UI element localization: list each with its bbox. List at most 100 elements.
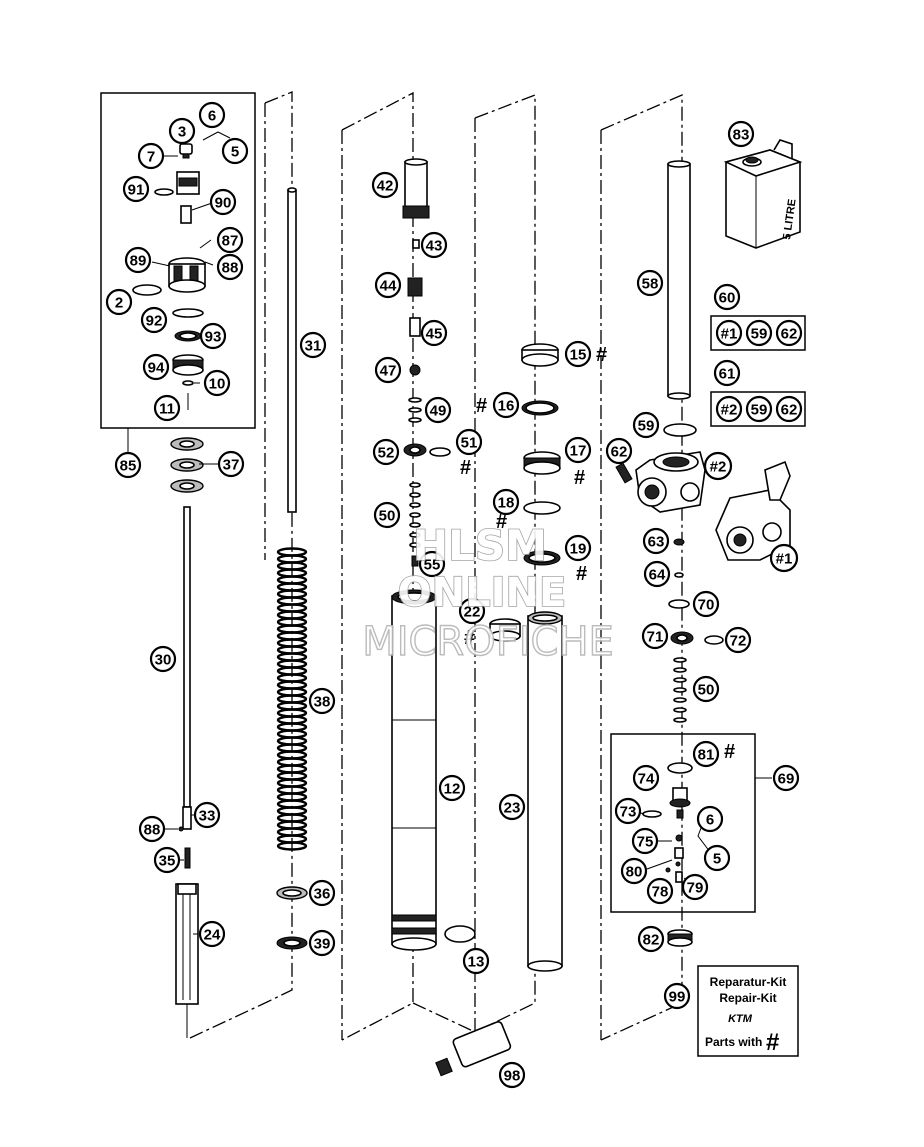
hash-mark: # xyxy=(460,457,471,479)
callout-88: 88 xyxy=(216,253,244,281)
callout-label: 73 xyxy=(620,804,637,821)
callout-label: 5 xyxy=(231,144,239,161)
callout-label: 83 xyxy=(733,127,750,144)
callout-50: 50 xyxy=(692,675,720,703)
callout-label: 74 xyxy=(638,771,655,788)
callout-75: 75 xyxy=(631,827,659,855)
callout-label: 91 xyxy=(128,182,145,199)
callout-43: 43 xyxy=(420,231,448,259)
callout-label: 2 xyxy=(115,295,123,312)
callout-label: 59 xyxy=(751,326,768,343)
callout-59: 59 xyxy=(745,395,773,423)
callout-label: 92 xyxy=(146,313,163,330)
callout-label: 42 xyxy=(377,178,394,195)
callout-label: 50 xyxy=(698,682,715,699)
callout-31: 31 xyxy=(299,331,327,359)
callout-98: 98 xyxy=(498,1061,526,1089)
callout-label: 52 xyxy=(378,445,395,462)
callout-73: 73 xyxy=(614,797,642,825)
callout-61: 61 xyxy=(713,359,741,387)
callout-19: 19 xyxy=(564,534,592,562)
callout-label: 31 xyxy=(305,338,322,355)
callout-55: 55 xyxy=(418,550,446,578)
callout-label: 13 xyxy=(468,954,485,971)
kit-frame-85 xyxy=(100,92,256,429)
callout-44: 44 xyxy=(374,271,402,299)
callout-label: 55 xyxy=(424,557,441,574)
repair-kit-card: Reparatur-Kit Repair-Kit KTM Parts with … xyxy=(697,965,799,1057)
callout-label: 49 xyxy=(430,403,447,420)
callout-label: 75 xyxy=(637,834,654,851)
hash-mark: # xyxy=(574,467,585,489)
callout-7: 7 xyxy=(137,142,165,170)
callout-71: 71 xyxy=(641,622,669,650)
callout-60: 60 xyxy=(713,283,741,311)
leader-lines xyxy=(151,130,711,935)
callout-label: 87 xyxy=(222,233,239,250)
callout-label: 16 xyxy=(498,398,515,415)
callout-72: 72 xyxy=(724,626,752,654)
callout-63: 63 xyxy=(642,527,670,555)
callout-87: 87 xyxy=(216,226,244,254)
callout-51: 51 xyxy=(455,428,483,456)
callout-hash2: #2 xyxy=(703,451,733,481)
oil-can: 5 LITRE xyxy=(723,139,803,249)
callout-label: #1 xyxy=(776,551,793,568)
callout-69: 69 xyxy=(772,764,800,792)
callout-16: 16 xyxy=(492,391,520,419)
callout-94: 94 xyxy=(142,353,170,381)
callout-label: 51 xyxy=(461,435,478,452)
callout-label: 23 xyxy=(504,800,521,817)
callout-label: 98 xyxy=(504,1068,521,1085)
repair-kit-symbol: # xyxy=(766,1029,779,1056)
callout-93: 93 xyxy=(199,322,227,350)
callout-label: 69 xyxy=(778,771,795,788)
callout-78: 78 xyxy=(646,877,674,905)
callout-39: 39 xyxy=(308,929,336,957)
callout-label: 80 xyxy=(626,864,643,881)
callout-label: 90 xyxy=(215,195,232,212)
callout-24: 24 xyxy=(198,920,226,948)
callout-label: 6 xyxy=(208,108,216,125)
callout-label: 39 xyxy=(314,936,331,953)
callout-22: 22 xyxy=(458,597,486,625)
callout-81: 81 xyxy=(692,740,720,768)
repair-kit-line1: Reparatur-Kit xyxy=(710,975,787,989)
callout-91: 91 xyxy=(122,175,150,203)
hash-mark: # xyxy=(576,563,587,585)
hash-mark: # xyxy=(464,627,475,649)
callout-45: 45 xyxy=(420,319,448,347)
callout-label: 15 xyxy=(570,347,587,364)
callout-11: 11 xyxy=(153,394,181,422)
callout-5: 5 xyxy=(221,137,249,165)
callout-label: 19 xyxy=(570,541,587,558)
callout-label: 82 xyxy=(643,932,660,949)
outer-tube-column-parts xyxy=(391,158,512,1077)
callout-label: 17 xyxy=(570,443,587,460)
callout-label: 89 xyxy=(130,253,147,270)
callout-5: 5 xyxy=(703,844,731,872)
callout-label: 88 xyxy=(222,260,239,277)
callout-label: 94 xyxy=(148,360,165,377)
hash-mark: # xyxy=(476,395,487,417)
hash-mark: # xyxy=(596,344,607,366)
callout-15: 15 xyxy=(564,340,592,368)
callout-hash2: #2 xyxy=(715,395,743,423)
callout-17: 17 xyxy=(564,436,592,464)
watermark: HLSM ONLINE MICROFICHE xyxy=(361,520,614,666)
inner-tube-column-parts xyxy=(489,343,563,972)
callout-6: 6 xyxy=(696,805,724,833)
callout-52: 52 xyxy=(372,438,400,466)
callout-hash1: #1 xyxy=(769,543,799,573)
callout-label: 72 xyxy=(730,633,747,650)
callout-label: 78 xyxy=(652,884,669,901)
callout-label: 44 xyxy=(380,278,397,295)
kit-frame-69 xyxy=(610,733,756,913)
callout-label: 24 xyxy=(204,927,221,944)
repair-kit-brand: KTM xyxy=(728,1013,753,1025)
callout-36: 36 xyxy=(308,879,336,907)
callout-label: 11 xyxy=(159,401,175,418)
callout-label: 30 xyxy=(155,652,172,669)
